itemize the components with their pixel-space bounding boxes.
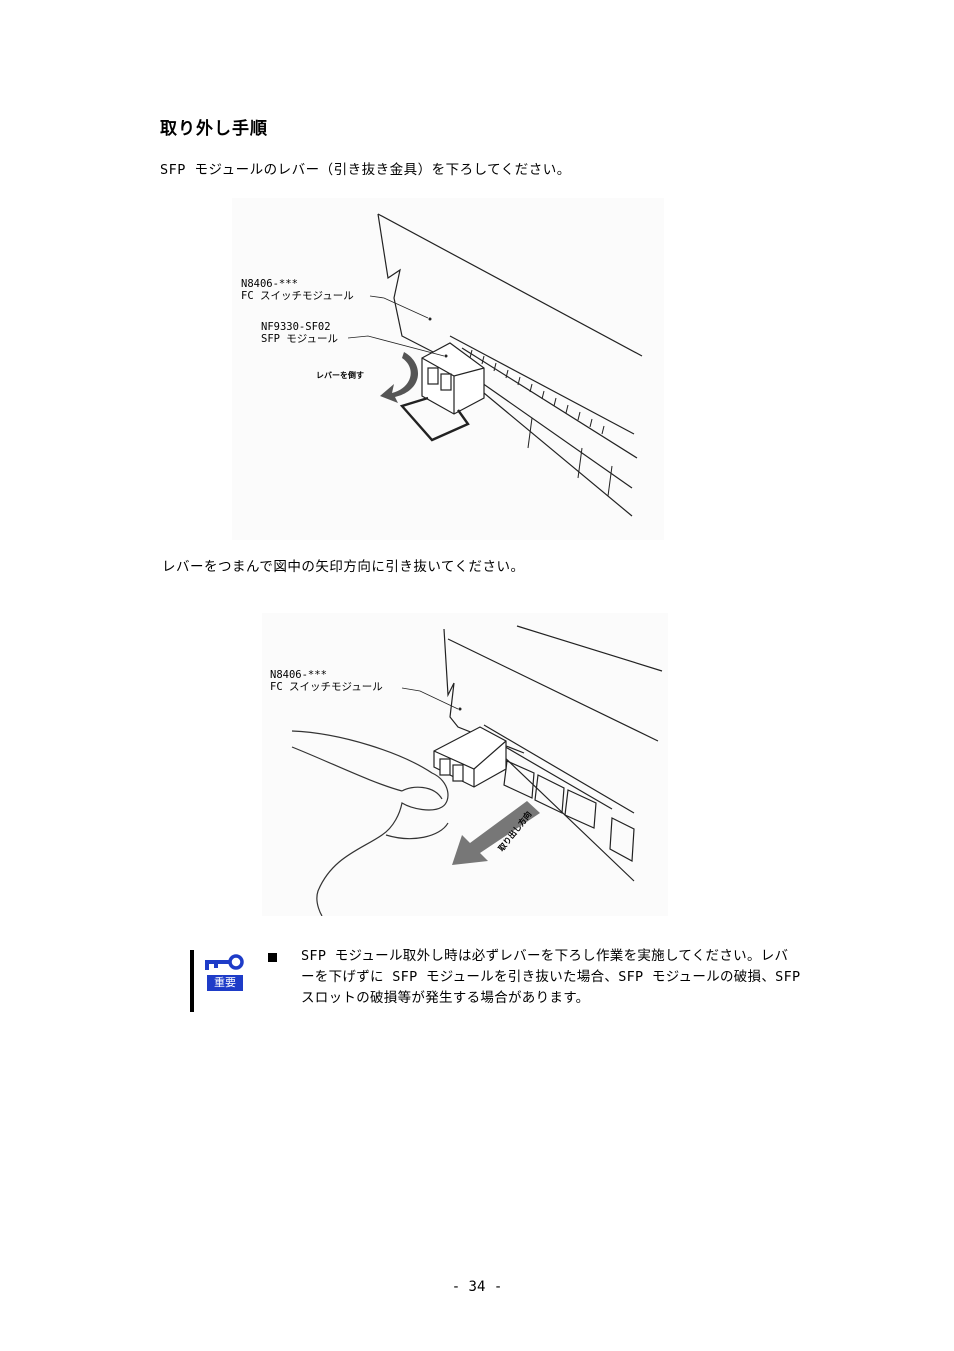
fig1-switch-model: N8406-***: [241, 278, 298, 290]
figure-2-illustration: [291, 625, 663, 916]
figure-lever-down: N8406-*** FC スイッチモジュール NF9330-SF02 SFP モ…: [232, 198, 664, 540]
fig1-leader-switch: [369, 295, 429, 319]
fig1-lever: [399, 396, 470, 442]
note-side-bar: [190, 950, 194, 1012]
fig2-switch-label: N8406-*** FC スイッチモジュール: [270, 669, 383, 693]
step-2-instruction: レバーをつまんで図中の矢印方向に引き抜いてください。: [162, 559, 525, 575]
fig1-sfp-name: SFP モジュール: [261, 333, 339, 345]
section-heading: 取り外し手順: [160, 119, 268, 139]
note-line-1: SFP モジュール取外し時は必ずレバーを下ろし作業を実施してください。レバ: [301, 948, 789, 964]
fig2-module-edge: [443, 628, 525, 754]
important-badge: 重要: [207, 975, 243, 991]
fig1-leader-sfp: [347, 335, 445, 357]
fig2-sfp-body: [433, 726, 507, 788]
fig2-switch-name: FC スイッチモジュール: [270, 681, 383, 693]
fig1-module-top: [377, 213, 643, 357]
fig1-module-edge: [377, 213, 438, 355]
fig1-action-label: レバーを倒す: [316, 371, 364, 380]
fig2-leader-switch: [401, 687, 459, 710]
important-note-icon: 重要: [205, 954, 245, 994]
step-1-instruction: SFP モジュールのレバー（引き抜き金具）を下ろしてください。: [160, 162, 571, 178]
page-number: - 34 -: [451, 1279, 503, 1295]
note-line-2: ーを下げずに SFP モジュールを引き抜いた場合、SFP モジュールの破損、SF…: [301, 969, 801, 985]
fig1-sfp-label: NF9330-SF02 SFP モジュール: [261, 321, 338, 345]
fig2-hand: [291, 730, 449, 916]
figure-pull-out: N8406-*** FC スイッチモジュール 取り出し方向: [262, 613, 668, 916]
fig2-switch-model: N8406-***: [270, 669, 327, 681]
fig2-module-face: [483, 724, 635, 814]
rotate-arrow-icon: [380, 352, 419, 403]
bullet-square: [268, 953, 277, 962]
fig2-module-top-1: [516, 625, 663, 672]
fig1-sfp-model: NF9330-SF02: [261, 321, 331, 333]
fig1-switch-name: FC スイッチモジュール: [241, 290, 354, 302]
key-icon: [205, 954, 244, 970]
pull-direction-arrow-icon: [452, 801, 540, 865]
fig1-module-face: [449, 335, 635, 435]
important-note-text: SFP モジュール取外し時は必ずレバーを下ろし作業を実施してください。レバ ーを…: [301, 946, 861, 1009]
fig2-module-top-2: [447, 638, 659, 742]
fig1-sfp-body: [421, 342, 485, 415]
fig1-switch-label: N8406-*** FC スイッチモジュール: [241, 278, 354, 302]
figure-1-illustration: [347, 213, 643, 517]
note-line-3: スロットの破損等が発生する場合があります。: [301, 990, 590, 1006]
